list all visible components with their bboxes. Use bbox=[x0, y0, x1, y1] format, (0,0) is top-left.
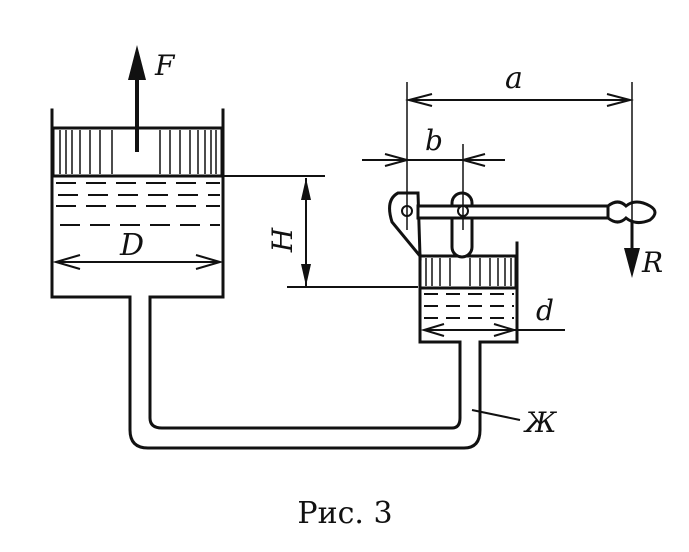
label-a: a bbox=[505, 61, 523, 96]
large-liquid bbox=[56, 182, 220, 226]
label-R: R bbox=[641, 246, 663, 279]
label-H: H bbox=[266, 227, 299, 253]
large-piston-hatching bbox=[59, 130, 217, 174]
force-f-arrowhead-icon bbox=[128, 45, 146, 80]
large-cylinder bbox=[50, 108, 519, 450]
label-D: D bbox=[119, 228, 144, 263]
fulcrum-bracket bbox=[388, 191, 422, 261]
figure-caption: Рис. 3 bbox=[297, 496, 392, 531]
small-liquid bbox=[424, 293, 514, 319]
piston-rod-link bbox=[450, 191, 474, 259]
label-b: b bbox=[425, 124, 443, 157]
force-r-arrowhead-icon bbox=[624, 248, 640, 278]
label-liquid: Ж bbox=[523, 406, 558, 439]
label-F: F bbox=[154, 49, 176, 82]
small-piston bbox=[418, 254, 518, 290]
liquid-leader bbox=[471, 409, 521, 421]
large-cylinder-right bbox=[148, 108, 462, 430]
lever-arm bbox=[416, 204, 610, 220]
label-d: d bbox=[536, 294, 554, 327]
